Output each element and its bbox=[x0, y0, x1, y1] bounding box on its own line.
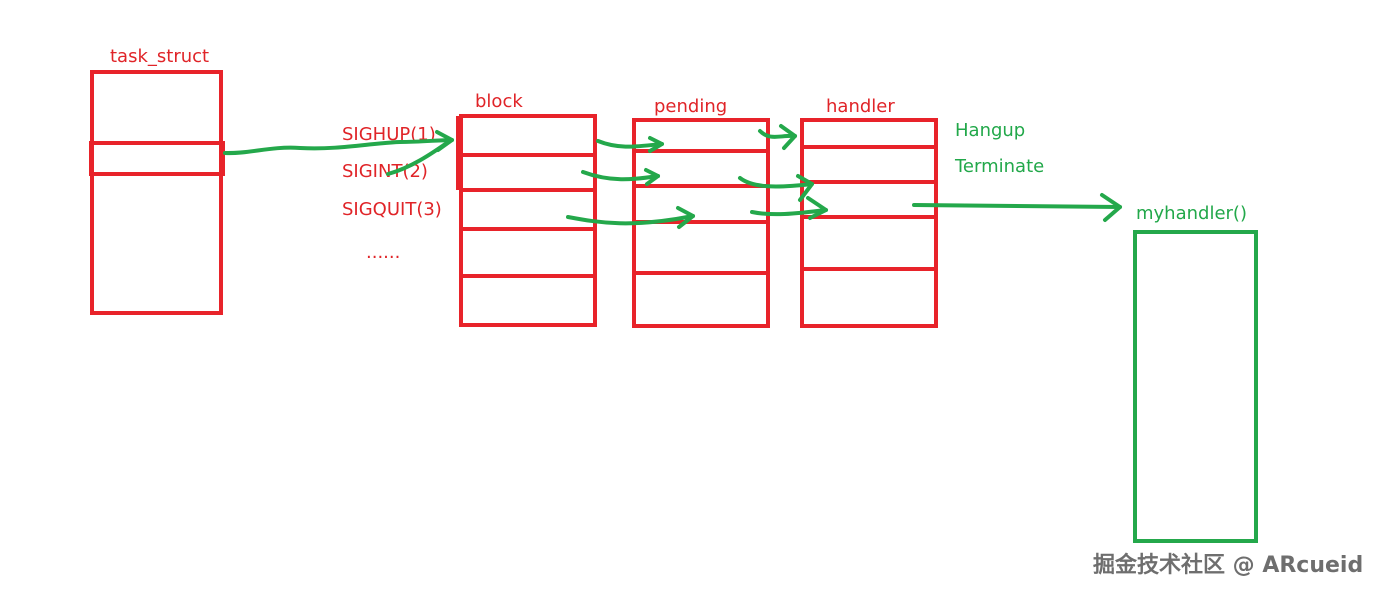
pending-to-handler-arrowhead-1 bbox=[779, 124, 797, 150]
watermark: 掘金技术社区 @ ARcueid bbox=[1093, 552, 1363, 578]
myhandler-box bbox=[1133, 230, 1258, 543]
pending-to-handler-arrowhead-3 bbox=[806, 196, 828, 220]
signal-to-block-arrow bbox=[386, 138, 453, 176]
handler-label: handler bbox=[826, 96, 895, 117]
block-table: block bbox=[456, 91, 597, 327]
handler-table: handler bbox=[800, 96, 938, 328]
signal-arrows bbox=[223, 124, 1122, 229]
myhandler-group: myhandler() bbox=[1133, 203, 1258, 543]
handler-to-myhandler-arrowhead bbox=[1100, 193, 1122, 222]
handler-table-outline bbox=[800, 118, 938, 328]
task-struct-group: task_struct bbox=[89, 46, 225, 315]
block-label: block bbox=[475, 91, 523, 112]
task-struct-to-block-arrow bbox=[223, 138, 454, 156]
myhandler-label: myhandler() bbox=[1136, 203, 1247, 224]
handler-actions: Hangup Terminate bbox=[954, 120, 1044, 177]
task-struct-label: task_struct bbox=[110, 46, 209, 67]
pending-to-handler-arrow-2 bbox=[738, 176, 814, 189]
block-to-pending-arrow-1 bbox=[596, 139, 664, 149]
pending-to-handler-arrow-3 bbox=[750, 208, 828, 217]
block-to-pending-arrowhead-3 bbox=[676, 206, 695, 229]
action-terminate: Terminate bbox=[954, 156, 1044, 177]
action-hangup: Hangup bbox=[955, 120, 1025, 141]
handler-to-myhandler-arrow bbox=[912, 203, 1122, 209]
block-to-pending-arrowhead-2 bbox=[644, 168, 660, 186]
pending-to-handler-arrowhead-2 bbox=[796, 174, 814, 202]
signal-sighup: SIGHUP(1) bbox=[342, 124, 436, 145]
block-to-pending-arrow-2 bbox=[581, 170, 660, 182]
pending-to-handler-arrow-1 bbox=[758, 129, 797, 139]
block-to-pending-arrow-3 bbox=[566, 214, 695, 226]
pending-table: pending bbox=[632, 96, 770, 328]
task-struct-box bbox=[90, 70, 223, 315]
signal-ellipsis: ...... bbox=[366, 242, 400, 263]
signal-sigquit: SIGQUIT(3) bbox=[342, 199, 442, 220]
block-to-pending-arrowhead-1 bbox=[648, 136, 664, 153]
task-struct-signal-field bbox=[89, 141, 225, 176]
block-table-outline bbox=[459, 114, 597, 327]
pending-label: pending bbox=[654, 96, 727, 117]
